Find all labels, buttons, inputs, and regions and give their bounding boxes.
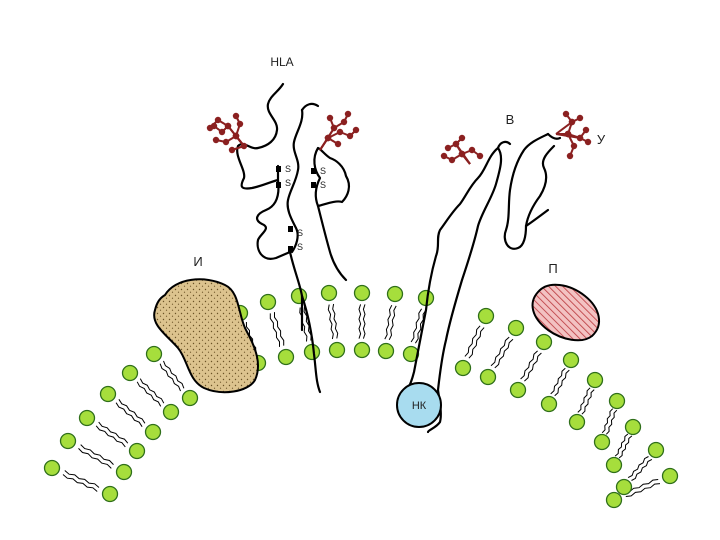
lipid-tail xyxy=(140,379,164,404)
lipid-head xyxy=(479,309,494,324)
glycan-bead xyxy=(327,115,333,121)
glycan-bead xyxy=(477,153,483,159)
hla-label: HLA xyxy=(270,55,293,69)
lipid-head xyxy=(542,397,557,412)
lipid-head xyxy=(45,461,60,476)
lipid-tail xyxy=(363,304,365,338)
disulfide-label: S xyxy=(285,178,291,188)
lipid-head xyxy=(379,344,394,359)
y-label: У xyxy=(597,132,606,147)
disulfide-label: S xyxy=(320,180,326,190)
glycan-bead xyxy=(563,111,569,117)
lipid-head xyxy=(663,469,678,484)
lipid-tail xyxy=(160,364,180,391)
integral-protein xyxy=(154,279,258,392)
lipid-head xyxy=(456,361,471,376)
lipid-head xyxy=(607,458,622,473)
lipid-head xyxy=(279,350,294,365)
lipid-head xyxy=(649,443,664,458)
disulfide-label: S xyxy=(297,242,303,252)
lipid-head xyxy=(509,321,524,336)
lipid-tail xyxy=(96,426,125,447)
disulfide-label: S xyxy=(285,164,291,174)
b-label: В xyxy=(506,112,515,127)
lipid-head xyxy=(305,345,320,360)
glycan-bead xyxy=(345,111,351,117)
lipid-head xyxy=(355,286,370,301)
lipid-head xyxy=(537,335,552,350)
glycan-bead xyxy=(445,145,451,151)
lipid-tail xyxy=(524,353,541,381)
lipid-tail xyxy=(632,459,652,480)
nk-label: НК xyxy=(412,400,427,412)
lipid-head xyxy=(564,353,579,368)
glycan-bead xyxy=(213,137,219,143)
glycan-bead xyxy=(207,125,213,131)
lipid-head xyxy=(103,487,118,502)
lipid-tail xyxy=(137,382,161,407)
lipid-head xyxy=(355,343,370,358)
lipid-tail xyxy=(628,457,648,478)
lipid-head xyxy=(61,434,76,449)
lipid-head xyxy=(607,493,622,508)
glycan-bead xyxy=(353,127,359,133)
disulfide-label: S xyxy=(297,228,303,238)
lipid-tail xyxy=(116,403,142,427)
lipid-tail xyxy=(389,306,396,340)
glycan-bead xyxy=(583,127,589,133)
lipid-tail xyxy=(359,304,361,338)
disulfide-label: S xyxy=(320,166,326,176)
lipid-tail xyxy=(521,351,538,379)
lipid-head xyxy=(80,411,95,426)
glycan-bead xyxy=(585,139,591,145)
glycan-bead xyxy=(335,141,341,147)
lipid-tail xyxy=(99,422,128,443)
lipid-head xyxy=(261,295,276,310)
lipid-head xyxy=(595,435,610,450)
lipid-head xyxy=(626,420,641,435)
lipid-head xyxy=(117,465,132,480)
lipid-head xyxy=(146,425,161,440)
glycan-bead xyxy=(577,115,583,121)
lipid-tail xyxy=(385,305,392,339)
p-label: П xyxy=(548,261,557,276)
lipid-tail xyxy=(164,361,184,388)
lipid-head xyxy=(330,343,345,358)
glycan-chains xyxy=(207,111,591,164)
lipid-tail xyxy=(495,339,513,368)
lipid-head xyxy=(388,287,403,302)
glycan-bead xyxy=(229,147,235,153)
lipid-head xyxy=(617,480,632,495)
lipid-tail xyxy=(491,337,509,366)
lipid-head xyxy=(101,387,116,402)
glycan-bead xyxy=(233,113,239,119)
lipid-head xyxy=(322,286,337,301)
lipid-head xyxy=(147,347,162,362)
glycan-bead xyxy=(459,135,465,141)
lipid-head xyxy=(130,444,145,459)
glycan-bead xyxy=(441,153,447,159)
lipid-head xyxy=(610,394,625,409)
lipid-head xyxy=(481,370,496,385)
i-label: И xyxy=(193,254,202,269)
lipid-head xyxy=(183,391,198,406)
lipid-head xyxy=(164,405,179,420)
lipid-head xyxy=(588,373,603,388)
lipid-head xyxy=(123,366,138,381)
lipid-head xyxy=(570,415,585,430)
lipid-tail xyxy=(119,399,145,423)
glycan-bead xyxy=(567,153,573,159)
lipid-tail xyxy=(81,445,114,465)
peripheral-protein xyxy=(533,285,599,341)
lipid-head xyxy=(511,383,526,398)
lipid-tail xyxy=(79,448,112,468)
